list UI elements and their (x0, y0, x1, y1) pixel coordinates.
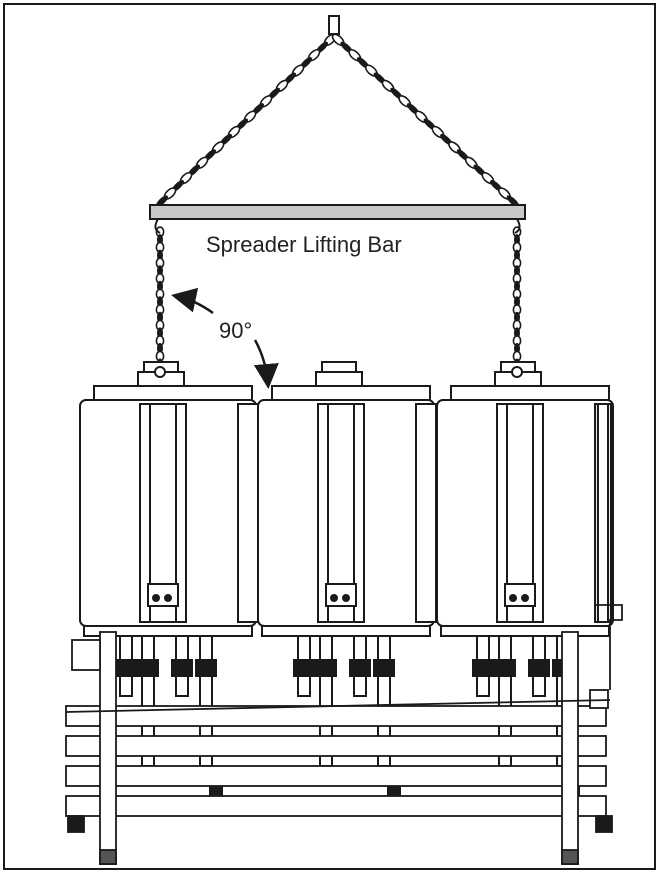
chain-left-lower (155, 226, 165, 370)
unit-end-cap (597, 403, 609, 623)
lifting-chains (155, 33, 522, 370)
spreader-bar (149, 204, 526, 220)
water-heater-3 (436, 361, 614, 801)
attach-eye-icon-1 (154, 366, 166, 378)
spreader-bar-label: Spreader Lifting Bar (206, 232, 402, 257)
angle-arrow-upper (171, 287, 214, 315)
chain-right-lower (512, 226, 522, 370)
attach-eye-icon-2 (511, 366, 523, 378)
figure-border (3, 3, 656, 870)
water-heater-2 (257, 361, 435, 801)
top-hook-icon (328, 15, 340, 35)
water-heater-rack (79, 361, 614, 801)
angle-label: 90° (219, 318, 253, 343)
right-bar-hook-icon (514, 218, 521, 234)
left-bar-hook-icon (154, 218, 161, 234)
angle-arrow-lower (253, 339, 279, 389)
pipe-rack (65, 604, 623, 865)
unit-spacer-2 (415, 403, 437, 623)
chain-left-upper (155, 33, 337, 208)
unit-spacer-1 (237, 403, 259, 623)
chain-right-upper (331, 33, 519, 208)
